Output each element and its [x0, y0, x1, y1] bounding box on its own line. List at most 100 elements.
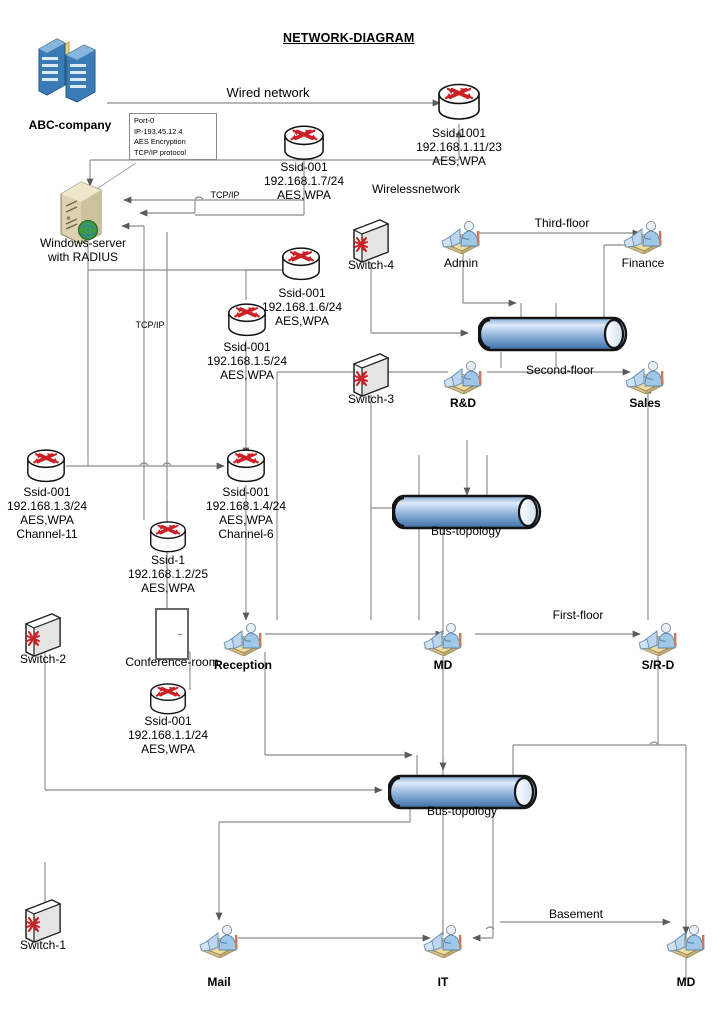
node-ws-reception[interactable]	[220, 618, 266, 661]
port-info-box: Port-0 IP-193.45.12.4 AES Encryption TCP…	[129, 113, 217, 160]
workstation-icon	[441, 221, 481, 255]
node-windows-server[interactable]	[55, 178, 117, 249]
label-line: AES,WPA	[220, 368, 274, 383]
label-ws-it: IT	[437, 975, 449, 989]
node-router-5[interactable]	[226, 300, 268, 345]
switch-icon	[352, 353, 390, 397]
label-router-3: Ssid-001 192.168.1.3/24 AES,WPA Channel-…	[0, 485, 122, 542]
label-line: Channel-11	[16, 527, 78, 542]
info-line-protocol: TCP/IP protocol	[134, 147, 187, 157]
workstation-icon	[666, 925, 706, 959]
info-line-encryption: AES Encryption	[134, 137, 186, 147]
node-router-1[interactable]	[148, 680, 188, 723]
label-line: Ssid-1001	[431, 126, 487, 140]
node-router-6[interactable]	[280, 244, 322, 289]
node-ws-admin[interactable]	[438, 216, 484, 259]
bus-cylinder-icon	[386, 774, 538, 810]
label-line: AES,WPA	[432, 154, 486, 169]
label-ws-sales: Sales	[629, 396, 661, 410]
label-line: AES,WPA	[277, 188, 331, 203]
node-ws-md-first[interactable]	[420, 618, 466, 661]
label-ws-md-basement: MD	[676, 975, 696, 989]
label-ws-srd: S/R-D	[641, 658, 675, 672]
switch-icon	[24, 613, 62, 657]
workstation-icon	[638, 623, 678, 657]
workstation-icon	[623, 221, 663, 255]
node-switch-1[interactable]	[22, 898, 64, 949]
label-bus-middle: Bus-topology	[430, 524, 502, 538]
label-router-7: Ssid-001 192.168.1.7/24 AES,WPA	[229, 160, 379, 202]
node-bus-second-floor[interactable]	[476, 314, 630, 359]
label-line: AES,WPA	[219, 513, 273, 528]
node-ws-rnd[interactable]	[440, 356, 486, 399]
workstation-icon	[423, 925, 463, 959]
label-line: AES,WPA	[20, 513, 74, 528]
node-ws-it[interactable]	[420, 920, 466, 963]
edge-label-basement: Basement	[548, 907, 604, 921]
label-switch-1: Switch-1	[19, 938, 66, 952]
label-line: Ssid-1	[150, 553, 185, 567]
node-router-7[interactable]	[282, 122, 326, 169]
router-icon	[284, 125, 324, 160]
router-icon	[27, 449, 65, 483]
router-icon	[282, 247, 320, 281]
edge-label-first-floor: First-floor	[552, 608, 604, 622]
label-switch-3: Switch-3	[347, 392, 394, 406]
label-switch-2: Switch-2	[19, 652, 66, 666]
label-ws-reception: Reception	[213, 658, 272, 672]
node-bus-bottom[interactable]	[386, 772, 540, 817]
node-router-3[interactable]	[25, 446, 67, 491]
edge-label-third-floor: Third-floor	[534, 216, 590, 230]
bus-cylinder-icon	[390, 494, 542, 530]
label-line: Ssid-001	[278, 286, 326, 300]
label-line: Ssid-001	[222, 485, 270, 499]
server-icon	[60, 181, 102, 245]
edge-label-wireless-network: Wirelessnetwork	[371, 182, 461, 196]
label-conference-room: Conference-room	[125, 655, 219, 669]
node-ws-mail[interactable]	[196, 920, 242, 963]
switch-icon	[352, 219, 390, 263]
node-switch-2[interactable]	[22, 612, 64, 663]
workstation-icon	[199, 925, 239, 959]
info-line-ip: IP-193.45.12.4	[134, 126, 183, 136]
node-ws-md-basement[interactable]	[663, 920, 709, 963]
label-router-2: Ssid-1 192.168.1.2/25 AES,WPA	[93, 553, 243, 595]
node-router-1001[interactable]	[436, 80, 482, 129]
node-switch-3[interactable]	[350, 352, 392, 403]
label-line: with RADIUS	[47, 250, 118, 265]
label-line: 192.168.1.7/24	[263, 174, 345, 189]
workstation-icon	[443, 361, 483, 395]
label-line: 192.168.1.2/25	[127, 567, 209, 582]
node-ws-sales[interactable]	[622, 356, 668, 399]
edge-label-second-floor: Second-floor	[525, 363, 595, 377]
workstation-icon	[423, 623, 463, 657]
label-ws-admin: Admin	[443, 256, 478, 270]
node-ws-srd[interactable]	[635, 618, 681, 661]
page-title: NETWORK-DIAGRAM	[283, 31, 415, 45]
label-line: AES,WPA	[141, 742, 195, 757]
node-conference-room[interactable]	[155, 608, 189, 660]
label-switch-4: Switch-4	[347, 258, 394, 272]
label-line: 192.168.1.6/24	[261, 300, 343, 315]
label-line: 192.168.1.1/24	[127, 728, 209, 743]
label-windows-server: Windows-server with RADIUS	[8, 236, 158, 264]
label-router-1001: Ssid-1001 192.168.1.11/23 AES,WPA	[384, 126, 534, 168]
label-router-1: Ssid-001 192.168.1.1/24 AES,WPA	[93, 714, 243, 756]
label-router-6: Ssid-001 192.168.1.6/24 AES,WPA	[227, 286, 377, 328]
node-abc-company[interactable]	[33, 33, 105, 110]
label-line: 192.168.1.3/24	[6, 499, 88, 514]
node-switch-4[interactable]	[350, 218, 392, 269]
label-router-5: Ssid-001 192.168.1.5/24 AES,WPA	[172, 340, 322, 382]
node-router-2[interactable]	[148, 518, 188, 561]
label-line: Windows-server	[39, 236, 126, 250]
label-line: 192.168.1.5/24	[206, 354, 288, 369]
node-ws-finance[interactable]	[620, 216, 666, 259]
label-line: Ssid-001	[144, 714, 192, 728]
label-ws-md-first: MD	[433, 658, 453, 672]
label-ws-mail: Mail	[207, 975, 231, 989]
node-router-4[interactable]	[225, 446, 267, 491]
label-line: Ssid-001	[280, 160, 328, 174]
node-bus-middle[interactable]	[390, 492, 544, 537]
label-bus-bottom: Bus-topology	[426, 804, 498, 818]
router-icon	[438, 83, 480, 120]
